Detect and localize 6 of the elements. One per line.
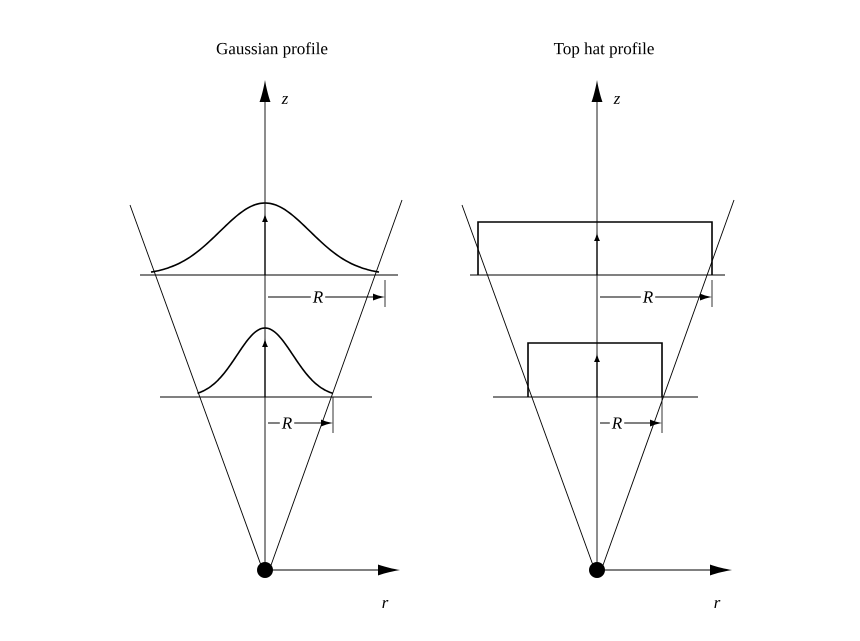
panel-title: Gaussian profile (216, 42, 328, 58)
panel-title: Top hat profile (554, 42, 654, 58)
axis-label: z (614, 96, 620, 104)
axis-label: r (714, 600, 720, 608)
axis-label: r (382, 600, 388, 608)
axis-label: z (282, 96, 288, 104)
